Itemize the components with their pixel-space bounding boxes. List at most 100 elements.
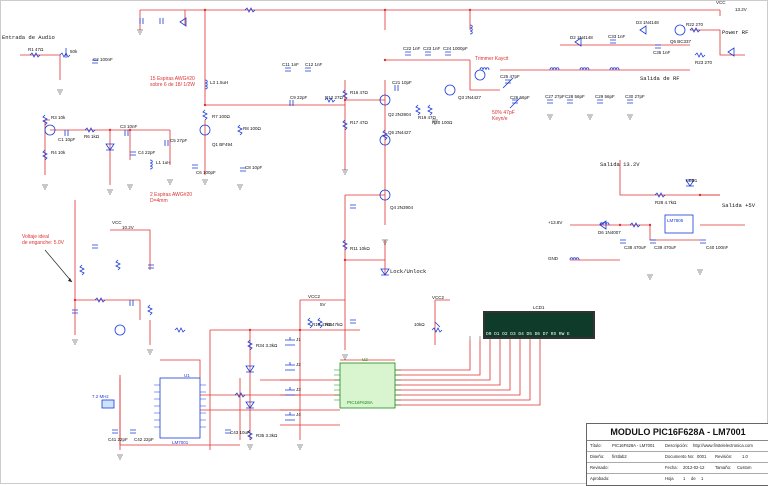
c1-label: C1 10pF — [58, 137, 76, 142]
v10-label: 10.2V — [122, 225, 134, 230]
c42-label: C42 22pF — [134, 437, 154, 442]
transistor-q9 — [474, 69, 486, 81]
r35-label: R35 3.3kΩ — [256, 433, 278, 438]
r1-label: R1 47Ω — [28, 47, 44, 52]
u2-part: PIC16F628A — [347, 400, 373, 405]
title-block: MODULO PIC16F628A - LM7001 Título: PIC16… — [586, 423, 768, 486]
lcd-ref: LCD1 — [533, 305, 545, 310]
capacitor-c5 — [164, 140, 169, 146]
title-block-title: MODULO PIC16F628A - LM7001 — [587, 424, 768, 441]
button-j3 — [285, 387, 295, 396]
capacitor-c8 — [240, 167, 246, 172]
tb-r0c0: Título: — [590, 443, 602, 448]
capacitor-c42 — [130, 429, 136, 434]
diode-d1 — [179, 17, 187, 27]
c2-label: C2 100nF — [93, 57, 113, 62]
tb-r3c5: 1 — [701, 476, 704, 481]
contrast-pot — [431, 321, 443, 333]
resistor-r32 — [307, 317, 313, 329]
ic-u1-lm7001 — [159, 377, 201, 439]
coil-note-4: D=4mm — [150, 198, 168, 204]
trimmer-note: Trimmer Kaycit — [475, 56, 509, 62]
r11-label: R11 10kΩ — [350, 246, 370, 251]
c27-label: C27 27pF — [545, 94, 565, 99]
c11-label: C11 1nF — [282, 62, 299, 67]
rf-power-label: Power RF — [722, 29, 749, 36]
inductor-l3 — [204, 79, 208, 90]
q3-label: Q3 2N4427 — [458, 95, 482, 100]
resistor-r30 — [115, 259, 121, 271]
capacitor-c3 — [124, 130, 129, 136]
u1-ref: U1 — [184, 373, 190, 378]
r17-label: R17 47Ω — [350, 120, 368, 125]
r4-label: R4 10k — [51, 150, 66, 155]
r31-label: 10kΩ — [414, 322, 425, 327]
c26-label: C26 56pF — [510, 95, 530, 100]
c38-label: C38 470uF — [624, 245, 647, 250]
voltage-note-2: de enganche: 5.0V — [22, 240, 64, 246]
c6-label: C6 100pF — [196, 170, 216, 175]
q5-label: Q5 2N4427 — [388, 130, 412, 135]
tb-r1c4: Revisión: — [715, 454, 733, 459]
tb-r3c4: de — [691, 476, 696, 481]
resistor-r4 — [42, 149, 48, 161]
v138-label: +13.8V — [548, 220, 563, 225]
resistor-r19 — [415, 104, 421, 116]
ic-blocks — [101, 214, 694, 439]
diode-d7 — [245, 401, 255, 409]
transistor-q6 — [674, 24, 686, 36]
trimmer-r2 — [59, 48, 71, 58]
c24-label: C24 1000pF — [443, 46, 468, 51]
lock-unlock-label: Lock/Unlock — [390, 268, 427, 275]
capacitor-c41 — [112, 429, 118, 434]
tb-r3c3: 1 — [683, 476, 686, 481]
c39-label: C39 470uF — [654, 245, 677, 250]
vcc-b-label: VCC — [112, 220, 122, 225]
c9-label: C9 22pF — [290, 95, 308, 100]
u1-pins — [154, 384, 206, 428]
inductor-l16 — [599, 222, 610, 226]
u2-ref: U2 — [362, 357, 368, 362]
capacitor-c6 — [192, 164, 198, 169]
d3-label: D3 1N4148 — [636, 20, 659, 25]
inductor-l13 — [549, 67, 560, 71]
u3-part: LM7805 — [667, 218, 684, 223]
capacitor-c14 — [159, 18, 164, 24]
capacitor-c46 — [350, 204, 356, 209]
c25-label: C25 47pF — [500, 74, 520, 79]
r3-label: R3 10k — [51, 115, 66, 120]
audio-input-label: Entrada de Audio — [2, 34, 55, 41]
r28-label: R28 4.7kΩ — [655, 200, 677, 205]
out-13v-label: Salida 13.2V — [600, 161, 640, 168]
rf-output-label: Salida de RF — [640, 75, 680, 82]
trimmer-value: 50% 47pF — [492, 110, 515, 116]
capacitor-c30 — [627, 99, 633, 104]
inductor-l14 — [579, 67, 590, 71]
inductor-l15 — [609, 67, 620, 71]
button-ref-j4: J4 — [296, 412, 301, 417]
diode-d6 — [599, 220, 607, 230]
c29-label: C29 56pF — [595, 94, 615, 99]
c40-label: C40 100nF — [706, 245, 729, 250]
capacitor-c13 — [139, 18, 144, 24]
coil-note-1: 15 Espiras AWG#20 — [150, 76, 195, 82]
led1-label: LED1 — [686, 178, 698, 183]
led-lock — [380, 268, 390, 276]
r10-label: R10 47kΩ — [312, 322, 333, 327]
capacitor-c39 — [650, 239, 656, 244]
tb-r2c4: Tamaño: — [715, 465, 732, 470]
v13-top-label: 13.2V — [735, 7, 747, 12]
resistor-r31 — [342, 239, 348, 251]
button-j4 — [285, 412, 295, 421]
led-led2 — [685, 179, 695, 187]
c22-label: C22 1nF — [403, 46, 421, 51]
c4-label: C4 22pF — [138, 150, 156, 155]
pic-pins — [334, 369, 401, 406]
vcc-top-label: VCC — [716, 0, 726, 5]
c12-label: C12 1nF — [305, 62, 323, 67]
capacitor-c45 — [92, 244, 98, 249]
capacitor-c21 — [394, 85, 399, 91]
transistor-q7 — [114, 324, 126, 336]
button-j1 — [285, 337, 295, 346]
